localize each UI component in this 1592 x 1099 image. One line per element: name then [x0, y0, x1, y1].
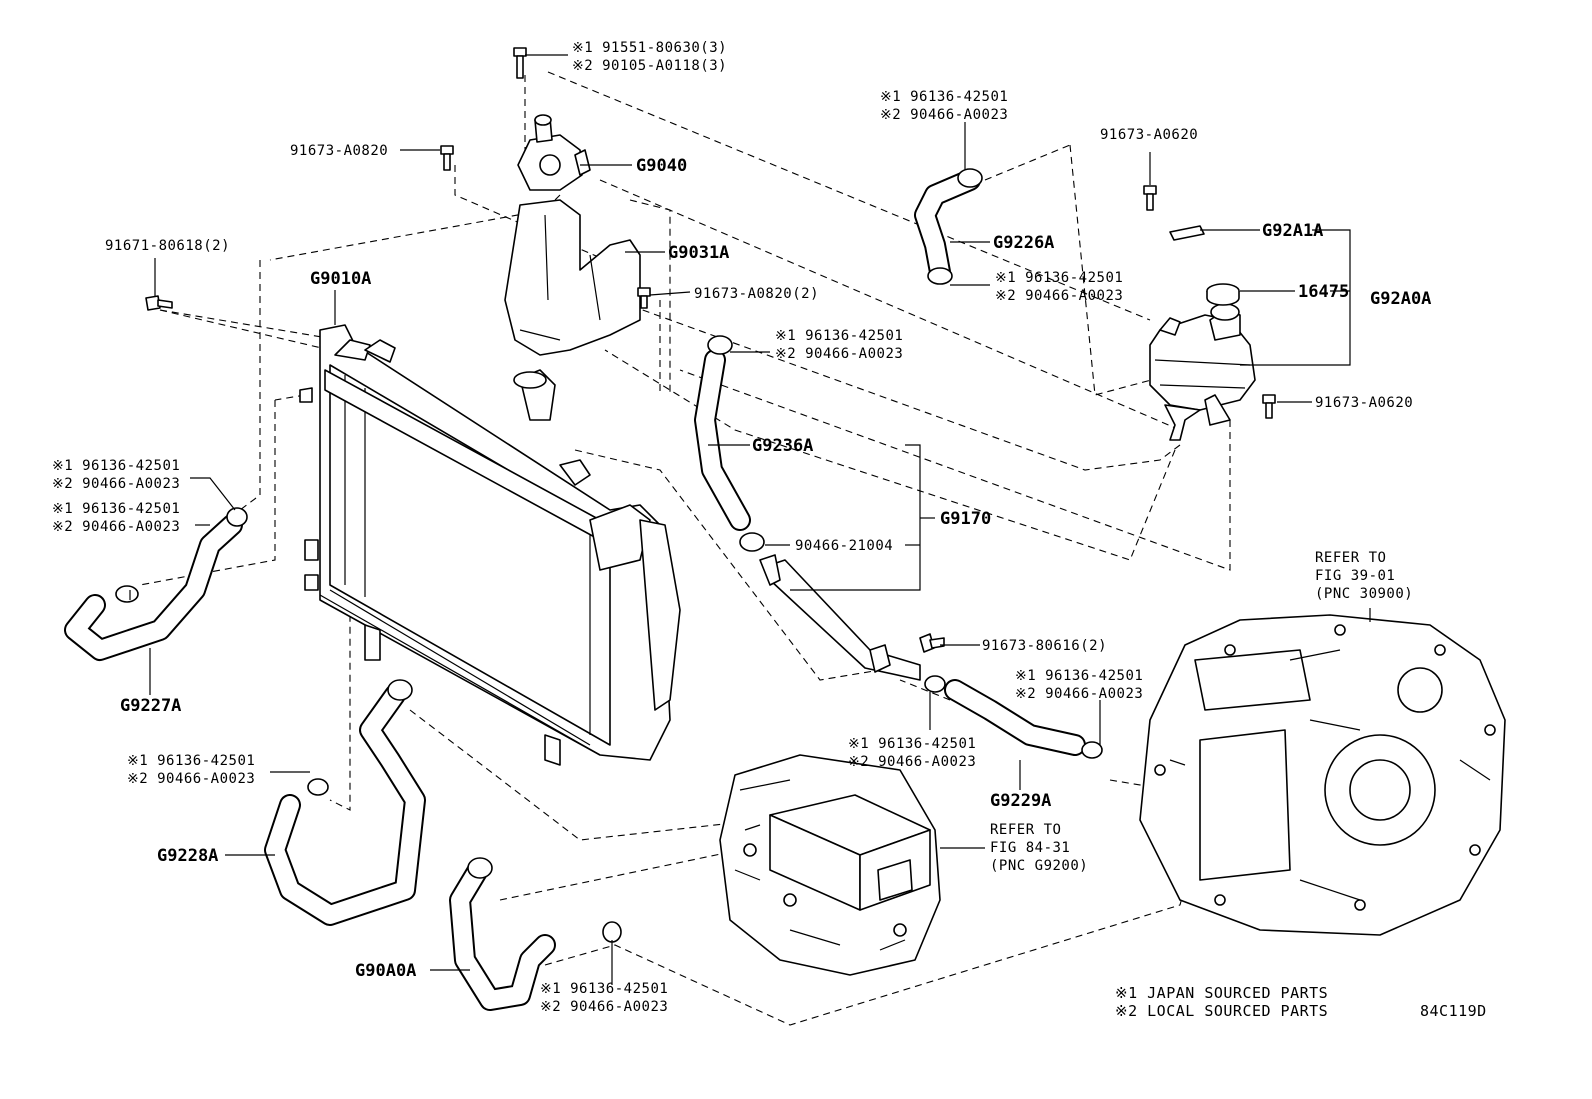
legend-note-2: ※2 LOCAL SOURCED PARTS: [1115, 1002, 1328, 1020]
label-clamp-g9226-top-2: ※2 90466-A0023: [880, 107, 1008, 123]
figure-code: 84C119D: [1420, 1002, 1487, 1020]
bolts: [145, 47, 1276, 653]
label-g9226a: G9226A: [993, 233, 1054, 253]
label-g9236a: G9236A: [752, 436, 813, 456]
label-clamp-g9228-2: ※2 90466-A0023: [127, 771, 255, 787]
label-clamp-g9227-a2: ※2 90466-A0023: [52, 476, 180, 492]
label-clamp-g9226-bot-2: ※2 90466-A0023: [995, 288, 1123, 304]
label-g9040: G9040: [636, 156, 687, 176]
label-refer-3901-1: REFER TO: [1315, 550, 1386, 566]
label-clamp-g9229-mid-1: ※1 96136-42501: [848, 736, 976, 752]
label-clamp-g9229-mid-2: ※2 90466-A0023: [848, 754, 976, 770]
label-bolt-top-1: ※1 91551-80630(3): [572, 40, 727, 56]
label-g9229a: G9229A: [990, 791, 1051, 811]
label-clamp-g9227-b1: ※1 96136-42501: [52, 501, 180, 517]
label-clamp-g90a0-2: ※2 90466-A0023: [540, 999, 668, 1015]
label-91673-a0820: 91673-A0820: [290, 143, 388, 159]
label-91673-80616: 91673-80616(2): [982, 638, 1107, 654]
label-91673-a0820-2: 91673-A0820(2): [694, 286, 819, 302]
transaxle-assembly: [1139, 614, 1506, 936]
label-clamp-g9227-b2: ※2 90466-A0023: [52, 519, 180, 535]
label-refer-3901-3: (PNC 30900): [1315, 586, 1413, 602]
label-g9228a: G9228A: [157, 846, 218, 866]
label-g90a0a: G90A0A: [355, 961, 416, 981]
label-clamp-g9226-bot-1: ※1 96136-42501: [995, 270, 1123, 286]
assembly-dashed-lines: [139, 71, 1231, 1026]
hose-g9226a: [914, 168, 983, 285]
label-refer-8431-3: (PNC G9200): [990, 858, 1088, 874]
label-91671-80618: 91671-80618(2): [105, 238, 230, 254]
label-g9227a: G9227A: [120, 696, 181, 716]
label-clamp-g9228-1: ※1 96136-42501: [127, 753, 255, 769]
pump-bracket: [504, 199, 641, 356]
hose-g90a0a: [449, 857, 622, 1011]
label-clamp-g90a0-1: ※1 96136-42501: [540, 981, 668, 997]
label-clamp-g9236-1: ※1 96136-42501: [775, 328, 903, 344]
label-91673-a0620-top: 91673-A0620: [1100, 127, 1198, 143]
label-clamp-g9229-right-1: ※1 96136-42501: [1015, 668, 1143, 684]
label-bolt-top-2: ※2 90105-A0118(3): [572, 58, 727, 74]
label-g92a1a: G92A1A: [1262, 221, 1323, 241]
label-refer-3901-2: FIG 39-01: [1315, 568, 1395, 584]
radiator-assembly: [299, 324, 681, 766]
part-labels: ※1 91551-80630(3) ※2 90105-A0118(3) G904…: [52, 40, 1431, 1015]
label-clamp-g9226-top-1: ※1 96136-42501: [880, 89, 1008, 105]
label-90466-21004: 90466-21004: [795, 538, 893, 554]
label-16475: 16475: [1298, 282, 1349, 302]
legend: ※1 JAPAN SOURCED PARTS ※2 LOCAL SOURCED …: [1115, 984, 1487, 1020]
label-clamp-g9229-right-2: ※2 90466-A0023: [1015, 686, 1143, 702]
leader-lines: [129, 54, 1371, 985]
water-pump: [517, 114, 591, 191]
reservoir-tank: [1149, 225, 1256, 441]
label-refer-8431-2: FIG 84-31: [990, 840, 1070, 856]
inverter-assembly: [719, 754, 941, 976]
label-refer-8431-1: REFER TO: [990, 822, 1061, 838]
pipe-g9170: [759, 554, 921, 681]
label-g9031a: G9031A: [668, 243, 729, 263]
legend-note-1: ※1 JAPAN SOURCED PARTS: [1115, 984, 1328, 1002]
hose-g9227a: [64, 507, 248, 661]
label-clamp-g9227-a1: ※1 96136-42501: [52, 458, 180, 474]
label-g9170: G9170: [940, 509, 991, 529]
hose-g9229a: [924, 675, 1103, 759]
label-g9010a: G9010A: [310, 269, 371, 289]
label-clamp-g9236-2: ※2 90466-A0023: [775, 346, 903, 362]
label-91673-a0620-right: 91673-A0620: [1315, 395, 1413, 411]
hose-g9228a: [264, 679, 426, 926]
label-g92a0a: G92A0A: [1370, 289, 1431, 309]
